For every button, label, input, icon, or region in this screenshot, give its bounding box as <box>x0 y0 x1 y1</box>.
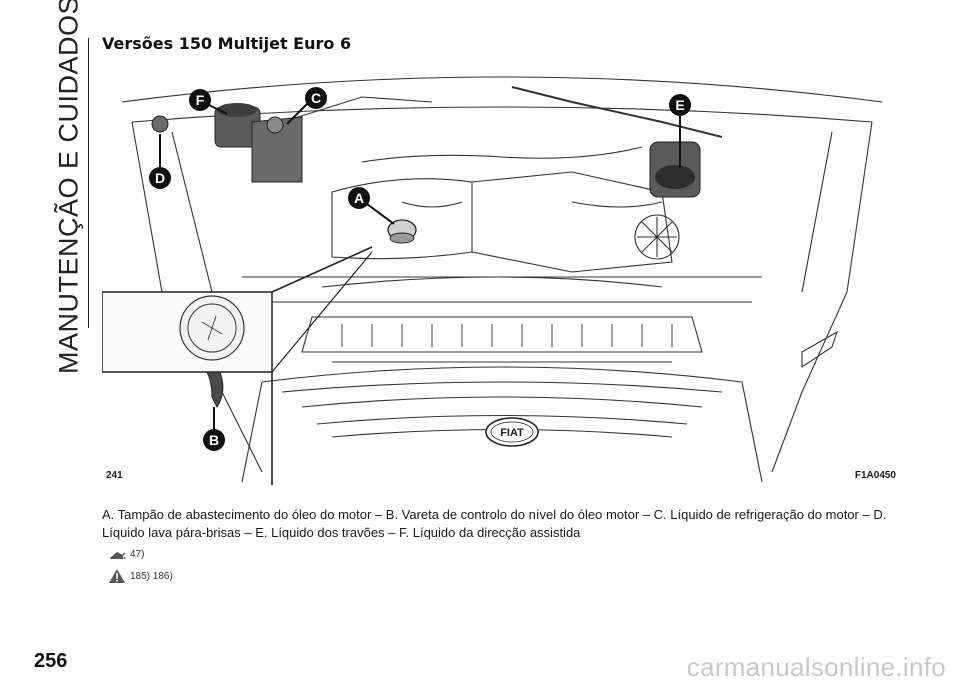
page-number: 256 <box>34 650 68 672</box>
watermark: carmanualsonline.info <box>686 652 946 682</box>
figure-number: 241 <box>106 470 123 481</box>
callout-a-label: A <box>354 190 364 206</box>
side-section-title: MANUTENÇÃO E CUIDADOS <box>53 0 84 375</box>
callout-a: A <box>348 187 395 225</box>
figure-code: F1A0450 <box>854 470 896 481</box>
dipstick-inset <box>102 246 373 485</box>
coolant-reservoir <box>251 116 303 183</box>
engine-bay-figure: F C E D A <box>102 62 902 485</box>
callout-d: D <box>149 134 171 189</box>
reference-warning: 185) 186) <box>108 568 173 584</box>
oil-can-icon <box>110 552 126 559</box>
callout-b-label: B <box>209 432 219 448</box>
callout-f-label: F <box>196 92 205 108</box>
callout-b: B <box>203 407 225 451</box>
brake-fluid-reservoir <box>649 141 701 198</box>
callout-f: F <box>189 89 228 115</box>
section-heading: Versões 150 Multijet Euro 6 <box>102 34 352 53</box>
oil-dipstick <box>206 371 224 408</box>
reference-warning-text: 185) 186) <box>130 570 173 582</box>
callout-d-label: D <box>155 170 165 186</box>
callout-e-label: E <box>675 97 684 113</box>
callout-c: C <box>286 87 327 125</box>
washer-fluid-cap <box>151 115 169 133</box>
callouts: F C E D A <box>149 87 691 451</box>
oil-filler-cap <box>387 219 417 244</box>
side-rule <box>88 38 89 328</box>
warning-triangle-icon <box>109 569 125 583</box>
engine-bay-illustration: F C E D A <box>102 76 883 485</box>
figure-caption: A. Tampão de abastecimento do óleo do mo… <box>102 507 887 540</box>
callout-c-label: C <box>311 90 321 106</box>
fiat-logo-text: FIAT <box>500 427 524 439</box>
reference-oil-text: 47) <box>130 548 145 560</box>
fiat-logo: FIAT <box>485 417 539 447</box>
callout-e: E <box>669 94 691 167</box>
reference-oil: 47) <box>108 546 144 562</box>
